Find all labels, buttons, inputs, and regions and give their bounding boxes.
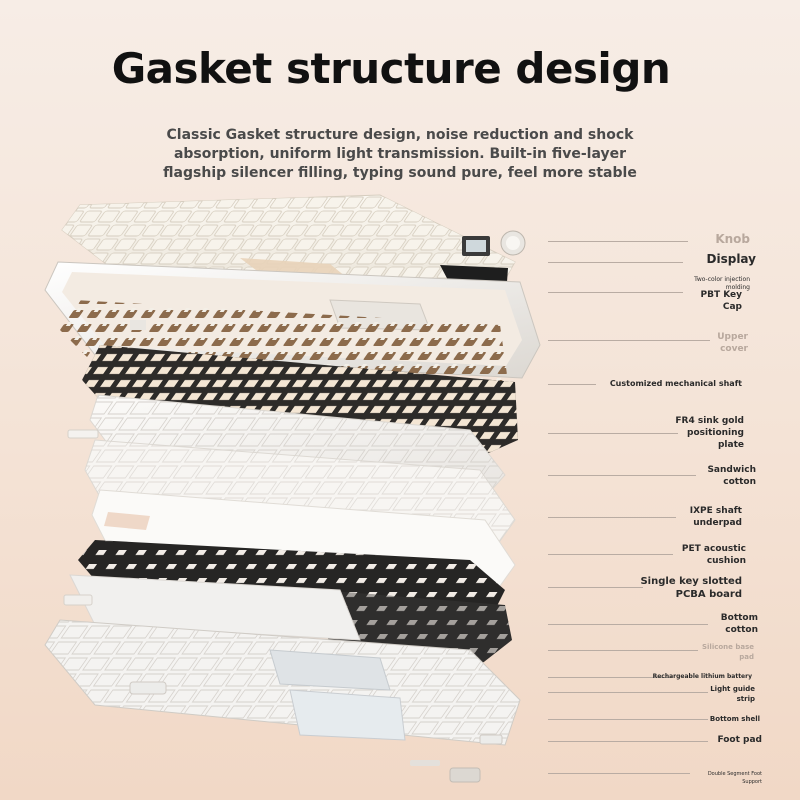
label-display: Display (706, 252, 756, 266)
label-pcba-board: Single key slotted PCBA board (640, 576, 742, 600)
leader-line-light-guide (548, 692, 708, 693)
leader-line-foot-support (548, 773, 690, 774)
leader-line-knob (548, 241, 688, 242)
silicone-pad-layer (69, 574, 361, 641)
label-two-color-injection: Two-color injection molding (694, 276, 750, 291)
subtitle-line-1: Classic Gasket structure design, noise r… (166, 127, 634, 143)
leader-line-display (548, 262, 683, 263)
label-foot-support: Double Segment Foot Support (707, 771, 762, 785)
label-upper-cover: Upper cover (717, 332, 748, 354)
label-bottom-cotton: Bottom cotton (720, 613, 758, 635)
page-title: Gasket structure design (111, 44, 671, 93)
leader-line-ixpe (548, 517, 676, 518)
leader-line-pcba (548, 587, 643, 588)
leader-line-silicone (548, 650, 698, 651)
label-light-guide: Light guide strip (710, 685, 755, 703)
leader-line-pbt (548, 292, 683, 293)
label-custom-shaft: Customized mechanical shaft (609, 379, 742, 388)
label-sandwich-cotton: Sandwich cotton (707, 465, 756, 487)
label-bottom-shell: Bottom shell (709, 715, 760, 723)
label-ixpe-underpad: IXPE shaft underpad (689, 506, 742, 528)
leader-line-shaft (548, 384, 596, 385)
leader-line-bottom-shell (548, 719, 708, 720)
label-fr4-plate: FR4 sink gold positioning plate (675, 416, 744, 450)
subtitle-line-2: absorption, uniform light transmission. … (173, 146, 627, 162)
subtitle-line-3: flagship silencer filling, typing sound … (163, 165, 637, 181)
bottom-shell-layer (44, 619, 521, 746)
leader-line-fr4 (548, 433, 678, 434)
leader-line-pet (548, 554, 673, 555)
leader-line-foot-pad (548, 741, 708, 742)
label-silicone-pad: Silicone base pad (701, 643, 754, 661)
subtitle: Classic Gasket structure design, noise r… (150, 126, 650, 183)
label-pbt-keycap: PBT Key Cap (700, 290, 742, 312)
label-foot-pad: Foot pad (717, 735, 762, 745)
leader-line-bottom-cotton (548, 624, 708, 625)
small-parts (63, 320, 503, 783)
leader-line-upper-cover (548, 340, 710, 341)
leader-line-sandwich (548, 475, 696, 476)
label-knob: Knob (715, 232, 750, 246)
label-pet-cushion: PET acoustic cushion (681, 544, 746, 566)
label-battery: Rechargeable lithium battery (652, 673, 752, 680)
leader-line-battery (548, 677, 672, 678)
